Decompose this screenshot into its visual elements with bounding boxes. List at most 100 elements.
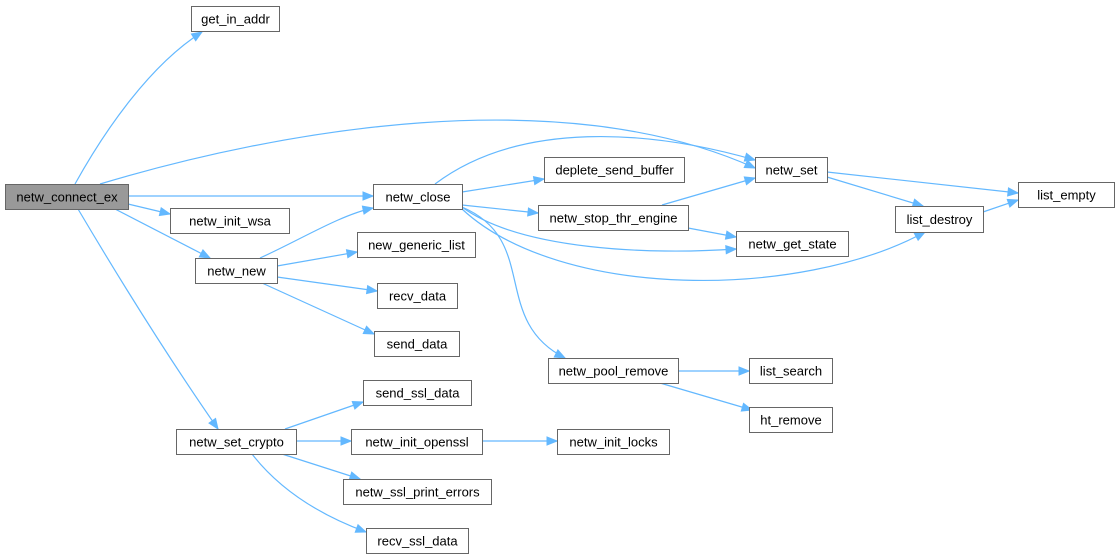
node-box[interactable] (191, 6, 280, 32)
node-netw-stop-thr-engine[interactable]: netw_stop_thr_engine (538, 205, 689, 231)
node-label: deplete_send_buffer (555, 163, 674, 178)
node-netw-connect-ex[interactable]: netw_connect_ex (5, 184, 129, 210)
edge-netw_stop_thr_engine-to-netw_set (661, 176, 757, 206)
edge-netw_close-to-deplete_send_buffer (461, 175, 546, 193)
node-label: netw_pool_remove (559, 364, 669, 379)
edge-netw_set_crypto-to-netw_init_openssl (296, 436, 353, 446)
node-deplete-send-buffer[interactable]: deplete_send_buffer (544, 157, 685, 183)
node-box[interactable] (363, 380, 472, 406)
edge-netw_close-to-netw_pool_remove (461, 206, 567, 359)
edge-line (259, 207, 374, 259)
node-netw-init-locks[interactable]: netw_init_locks (557, 429, 670, 455)
edge-arrowhead (351, 400, 365, 410)
edge-netw_connect_ex-to-netw_set_crypto (77, 208, 219, 431)
node-box[interactable] (755, 157, 828, 183)
node-netw-init-openssl[interactable]: netw_init_openssl (351, 429, 483, 455)
node-ht-remove[interactable]: ht_remove (749, 407, 833, 433)
node-netw-pool-remove[interactable]: netw_pool_remove (548, 358, 679, 384)
node-box[interactable] (895, 206, 984, 233)
edge-netw_new-to-new_generic_list (276, 249, 359, 267)
edge-arrowhead (743, 176, 757, 186)
node-get-in-addr[interactable]: get_in_addr (191, 6, 280, 32)
edge-netw_new-to-netw_close (259, 205, 375, 259)
node-box[interactable] (195, 258, 278, 284)
node-label: netw_new (207, 264, 266, 279)
node-netw-new[interactable]: netw_new (195, 258, 278, 284)
node-label: recv_data (389, 289, 447, 304)
edge-arrowhead (546, 436, 559, 446)
node-list-search[interactable]: list_search (749, 358, 833, 384)
node-box[interactable] (366, 528, 469, 554)
node-new-generic-list[interactable]: new_generic_list (357, 232, 476, 258)
edge-netw_set_crypto-to-netw_ssl_print_errors (281, 453, 362, 481)
edge-line (461, 204, 539, 214)
node-box[interactable] (1018, 182, 1115, 208)
edge-arrowhead (1007, 187, 1020, 197)
node-send-data[interactable]: send_data (374, 331, 460, 357)
edge-line (77, 208, 219, 430)
edge-arrowhead (553, 349, 567, 359)
edge-line (251, 453, 367, 533)
edge-line (284, 401, 364, 430)
edge-netw_pool_remove-to-list_search (678, 366, 751, 376)
node-box[interactable] (373, 184, 463, 210)
edge-arrowhead (527, 207, 540, 217)
edges-layer (74, 31, 1020, 533)
node-box[interactable] (538, 205, 689, 231)
node-label: netw_init_wsa (189, 214, 271, 229)
node-box[interactable] (351, 429, 483, 455)
node-box[interactable] (176, 429, 297, 455)
node-box[interactable] (557, 429, 670, 455)
nodes-layer: netw_connect_exget_in_addrnetw_closenetw… (5, 6, 1115, 554)
edge-arrowhead (348, 471, 362, 481)
edge-arrowhead (738, 366, 751, 376)
node-label: recv_ssl_data (377, 534, 458, 549)
node-label: get_in_addr (201, 12, 270, 27)
node-box[interactable] (544, 157, 685, 183)
node-label: netw_get_state (748, 237, 836, 252)
edge-line (99, 119, 756, 185)
edge-netw_set_crypto-to-recv_ssl_data (251, 453, 368, 533)
edge-netw_pool_remove-to-ht_remove (659, 382, 754, 412)
edge-arrowhead (743, 159, 757, 169)
node-netw-ssl-print-errors[interactable]: netw_ssl_print_errors (343, 479, 492, 505)
edge-line (114, 208, 211, 259)
node-box[interactable] (749, 358, 833, 384)
edge-arrowhead (345, 249, 359, 259)
edge-line (276, 251, 358, 267)
node-box[interactable] (374, 331, 460, 357)
edge-netw_connect_ex-to-netw_set (99, 119, 757, 185)
edge-netw_stop_thr_engine-to-netw_get_state (687, 227, 738, 240)
node-list-empty[interactable]: list_empty (1018, 182, 1115, 208)
node-netw-get-state[interactable]: netw_get_state (736, 231, 849, 257)
edge-arrowhead (361, 205, 375, 215)
node-box[interactable] (548, 358, 679, 384)
node-send-ssl-data[interactable]: send_ssl_data (363, 380, 472, 406)
node-label: ht_remove (760, 413, 821, 428)
node-label: netw_init_openssl (365, 435, 468, 450)
node-recv-data[interactable]: recv_data (377, 283, 458, 309)
node-box[interactable] (736, 231, 849, 257)
node-netw-set[interactable]: netw_set (755, 157, 828, 183)
node-box[interactable] (377, 283, 458, 309)
node-netw-set-crypto[interactable]: netw_set_crypto (176, 429, 297, 455)
edge-line (461, 206, 737, 252)
edge-arrowhead (724, 230, 738, 240)
edge-arrowhead (911, 198, 925, 208)
node-box[interactable] (170, 208, 290, 234)
node-netw-init-wsa[interactable]: netw_init_wsa (170, 208, 290, 234)
edge-line (434, 135, 756, 185)
edge-arrowhead (532, 175, 546, 186)
edge-arrowhead (362, 191, 375, 201)
node-box[interactable] (357, 232, 476, 258)
edge-line (461, 206, 566, 359)
node-list-destroy[interactable]: list_destroy (895, 206, 984, 233)
node-label: netw_set_crypto (189, 435, 284, 450)
node-label: send_ssl_data (376, 386, 461, 401)
node-recv-ssl-data[interactable]: recv_ssl_data (366, 528, 469, 554)
node-netw-close[interactable]: netw_close (373, 184, 463, 210)
node-box[interactable] (343, 479, 492, 505)
node-box[interactable] (5, 184, 129, 210)
node-box[interactable] (749, 407, 833, 433)
edge-netw_set_crypto-to-send_ssl_data (284, 400, 365, 430)
